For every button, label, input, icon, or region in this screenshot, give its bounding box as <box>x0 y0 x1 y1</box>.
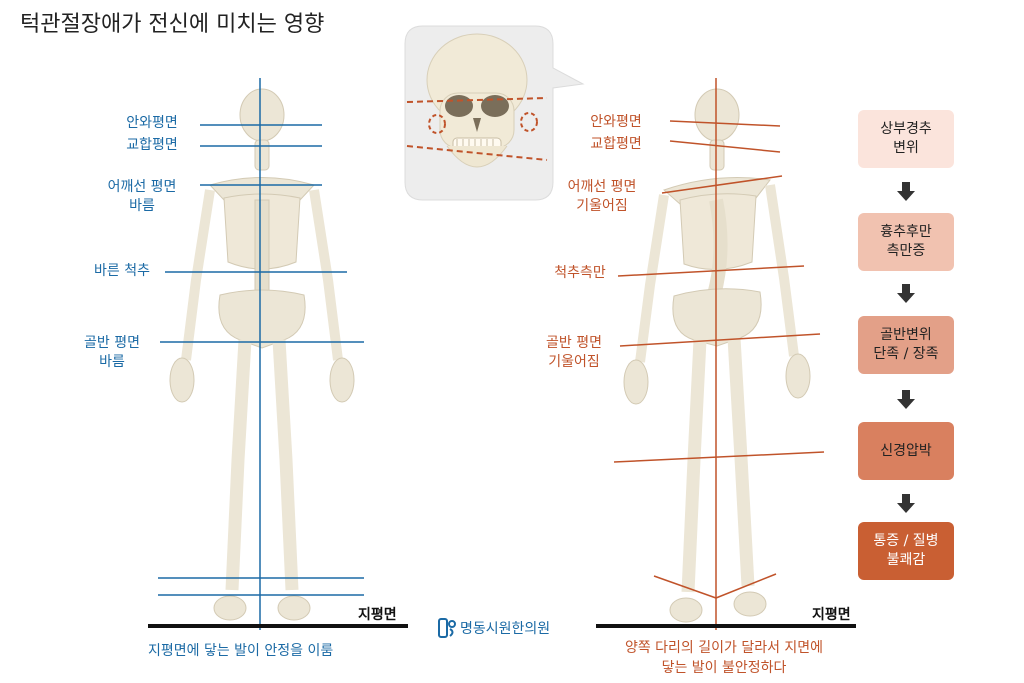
skeleton-right-icon <box>623 88 811 623</box>
right-label-bite-plane: 교합평면 <box>590 136 642 152</box>
left-label-shoulder-line1: 어깨선 평면 <box>107 179 177 195</box>
left-label-shoulder-line2: 바름 <box>129 198 155 214</box>
skull-bite-plane-line <box>406 145 548 161</box>
flow-box-nerve: 신경압박 <box>858 422 954 480</box>
left-alignment-lines <box>158 78 364 630</box>
tmj-right-marker <box>520 112 538 132</box>
flow-arrow-down-icon <box>897 182 915 201</box>
right-label-shoulder: 어깨선 평면 기울어짐 <box>544 178 660 216</box>
left-label-pelvis-line1: 골반 평면 <box>84 335 140 351</box>
right-label-eye-plane: 안와평면 <box>590 114 642 130</box>
flow-box-1-line1: 상부경추 <box>880 121 932 137</box>
right-label-spine: 척추측만 <box>554 265 606 281</box>
right-knee-line <box>613 451 825 463</box>
right-foot-left-line <box>653 575 717 599</box>
left-caption: 지평면에 닿는 발이 안정을 이룸 <box>148 643 334 659</box>
flow-box-4-line1: 신경압박 <box>880 442 932 459</box>
flow-box-1-line2: 변위 <box>893 140 919 156</box>
flow-box-3-line1: 골반변위 <box>880 327 932 343</box>
right-ground-label: 지평면 <box>812 607 851 623</box>
flow-box-5-line1: 통증 / 질병 <box>873 533 939 549</box>
right-label-pelvis-line2: 기울어짐 <box>548 354 600 370</box>
flow-box-3-line2: 단족 / 장족 <box>873 346 939 362</box>
right-alignment-lines <box>613 78 825 630</box>
skull-eye-plane-line <box>406 97 548 103</box>
flow-box-5-line2: 불쾌감 <box>886 552 926 568</box>
right-eye-plane-line <box>669 120 781 127</box>
right-shoulder-line <box>661 175 783 194</box>
right-foot-right-line <box>715 573 777 599</box>
clinic-logo-icon <box>438 618 456 638</box>
tmj-left-marker <box>428 114 446 134</box>
right-label-pelvis-line1: 골반 평면 <box>546 335 602 351</box>
clinic-logo-text: 명동시원한의원 <box>460 621 551 637</box>
right-spine-line <box>617 265 805 277</box>
left-label-pelvis: 골반 평면 바름 <box>62 334 162 372</box>
skull-inset-bubble <box>404 25 585 201</box>
flow-box-2-line1: 흉추후만 <box>880 224 932 240</box>
right-caption: 양쪽 다리의 길이가 달라서 지면에 닿는 발이 불안정하다 <box>598 638 850 678</box>
flow-arrow-down-icon <box>897 284 915 303</box>
right-label-shoulder-line1: 어깨선 평면 <box>567 179 637 195</box>
left-ground-label: 지평면 <box>358 607 397 623</box>
left-label-pelvis-line2: 바름 <box>99 354 125 370</box>
right-label-shoulder-line2: 기울어짐 <box>576 198 628 214</box>
right-caption-line2: 닿는 발이 불안정하다 <box>661 660 787 676</box>
clinic-logo: 명동시원한의원 <box>438 618 550 638</box>
left-label-eye-plane: 안와평면 <box>126 115 178 131</box>
flow-box-2-line2: 측만증 <box>886 243 926 259</box>
left-label-shoulder: 어깨선 평면 바름 <box>84 178 200 216</box>
right-bite-plane-line <box>669 140 781 153</box>
right-label-pelvis: 골반 평면 기울어짐 <box>522 334 626 372</box>
page-title: 턱관절장애가 전신에 미치는 영향 <box>20 12 325 37</box>
flow-arrow-down-icon <box>897 494 915 513</box>
left-label-spine: 바른 척추 <box>94 263 150 279</box>
left-label-bite-plane: 교합평면 <box>126 137 178 153</box>
flow-arrow-down-icon <box>897 390 915 409</box>
right-caption-line1: 양쪽 다리의 길이가 달라서 지면에 <box>624 640 824 656</box>
right-pelvis-line <box>619 333 821 347</box>
